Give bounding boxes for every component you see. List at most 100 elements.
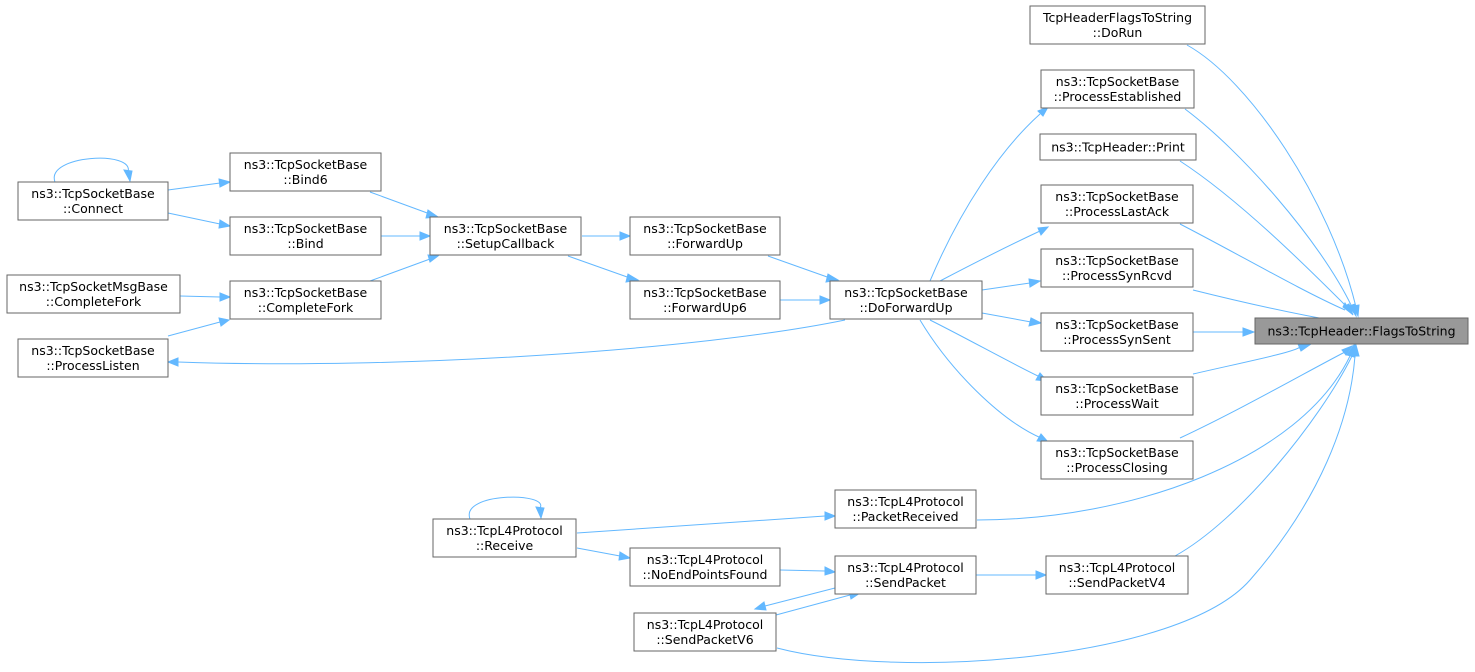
e-connect-self — [53, 157, 133, 183]
node-synrcvd[interactable]: ns3::TcpSocketBase::ProcessSynRcvd — [1040, 248, 1194, 288]
e-dofwd-synsent-line — [981, 312, 1032, 323]
e-sendv6-flags — [776, 343, 1360, 664]
e-dorun-flags-line — [1186, 44, 1357, 308]
node-connect-label-0: ns3::TcpSocketBase — [31, 186, 155, 201]
node-pktrecv-label-0: ns3::TcpL4Protocol — [847, 494, 963, 509]
node-fwd6-box — [629, 280, 781, 320]
e-receive-self-arrowhead — [535, 506, 545, 520]
e-setup-fwd6-line — [567, 255, 631, 279]
node-established-label-0: ns3::TcpSocketBase — [1056, 74, 1180, 89]
e-connect-bind6-arrowhead — [218, 178, 232, 188]
e-dofwd-established-line — [929, 113, 1041, 282]
node-bind[interactable]: ns3::TcpSocketBase::Bind — [229, 216, 382, 256]
node-synsent-label-0: ns3::TcpSocketBase — [1055, 317, 1179, 332]
node-msgfork[interactable]: ns3::TcpSocketMsgBase::CompleteFork — [6, 274, 181, 314]
e-sendv6-sendpkt-line — [775, 594, 851, 616]
node-sendv6[interactable]: ns3::TcpL4Protocol::SendPacketV6 — [633, 612, 777, 652]
node-sendpkt[interactable]: ns3::TcpL4Protocol::SendPacket — [834, 555, 977, 595]
e-dofwd-listen — [166, 319, 846, 367]
node-wait-label-1: ::ProcessWait — [1075, 396, 1159, 411]
node-established[interactable]: ns3::TcpSocketBase::ProcessEstablished — [1040, 69, 1195, 109]
node-listen[interactable]: ns3::TcpSocketBase::ProcessListen — [17, 338, 169, 378]
node-established-label-1: ::ProcessEstablished — [1054, 89, 1182, 104]
e-dofwd-synsent — [981, 312, 1043, 327]
e-fwd6-dofwd-arrowhead — [819, 295, 832, 305]
node-fwd6[interactable]: ns3::TcpSocketBase::ForwardUp6 — [629, 280, 781, 320]
node-fwd6-label-1: ::ForwardUp6 — [663, 300, 747, 315]
e-dofwd-established — [929, 106, 1050, 282]
e-synsent-flags-arrowhead — [1242, 327, 1256, 337]
e-bind-setup — [381, 231, 432, 241]
node-print[interactable]: ns3::TcpHeader::Print — [1039, 133, 1197, 161]
node-sendv6-box — [633, 612, 777, 652]
node-pktrecv-label-1: ::PacketReceived — [852, 509, 958, 524]
node-dofwd-box — [829, 280, 983, 320]
e-dofwd-synrcvd — [981, 278, 1042, 291]
e-msgfork-cfork-arrowhead — [219, 292, 232, 302]
node-sendpkt-label-1: ::SendPacket — [865, 575, 946, 590]
node-bind6[interactable]: ns3::TcpSocketBase::Bind6 — [229, 152, 382, 192]
node-dofwd-label-1: ::DoForwardUp — [859, 300, 952, 315]
node-listen-label-0: ns3::TcpSocketBase — [31, 343, 155, 358]
node-synsent-label-1: ::ProcessSynSent — [1063, 332, 1171, 347]
node-wait[interactable]: ns3::TcpSocketBase::ProcessWait — [1040, 376, 1194, 416]
e-noend-sendpkt-arrowhead — [824, 566, 837, 576]
node-bind-label-0: ns3::TcpSocketBase — [244, 221, 368, 236]
node-wait-box — [1040, 376, 1194, 416]
node-connect-label-1: ::Connect — [63, 201, 123, 216]
e-receive-self-line — [468, 496, 542, 520]
node-msgfork-label-0: ns3::TcpSocketMsgBase — [19, 279, 168, 294]
e-sendv4-flags-line — [1174, 355, 1353, 557]
e-dofwd-established-arrowhead — [1037, 106, 1050, 117]
node-sendv4-box — [1045, 555, 1189, 595]
node-setup-box — [429, 216, 582, 256]
node-dorun-label-0: TcpHeaderFlagsToString — [1042, 10, 1192, 25]
node-lastack-label-0: ns3::TcpSocketBase — [1055, 189, 1179, 204]
e-msgfork-cfork — [179, 292, 232, 302]
e-bind6-setup — [369, 191, 440, 219]
e-dofwd-lastack — [939, 226, 1050, 282]
node-lastack[interactable]: ns3::TcpSocketBase::ProcessLastAck — [1040, 184, 1194, 224]
nodes: ns3::TcpHeader::FlagsToString TcpHeaderFl… — [6, 5, 1469, 652]
node-setup-label-1: ::SetupCallback — [457, 236, 556, 251]
node-bind-label-1: ::Bind — [287, 236, 323, 251]
node-flags-box — [1254, 317, 1469, 345]
node-fwd[interactable]: ns3::TcpSocketBase::ForwardUp — [629, 216, 781, 256]
e-fwd6-dofwd — [780, 295, 832, 305]
node-msgfork-box — [6, 274, 181, 314]
e-closing-flags — [1179, 344, 1354, 439]
node-pktrecv[interactable]: ns3::TcpL4Protocol::PacketReceived — [834, 489, 977, 529]
node-receive-box — [432, 518, 577, 558]
node-synrcvd-label-1: ::ProcessSynRcvd — [1062, 268, 1172, 283]
e-wait-flags — [1192, 343, 1313, 375]
e-dofwd-synrcvd-arrowhead — [1028, 278, 1042, 288]
e-lastack-flags-arrowhead — [1342, 301, 1353, 315]
node-listen-label-1: ::ProcessListen — [46, 358, 139, 373]
node-dofwd[interactable]: ns3::TcpSocketBase::DoForwardUp — [829, 280, 983, 320]
e-connect-bind6-line — [167, 182, 221, 191]
e-setup-fwd — [582, 231, 632, 241]
e-receive-pktrecv-arrowhead — [824, 511, 837, 521]
e-cfork-setup-line — [369, 258, 431, 282]
node-sendv4[interactable]: ns3::TcpL4Protocol::SendPacketV4 — [1045, 555, 1189, 595]
node-closing[interactable]: ns3::TcpSocketBase::ProcessClosing — [1040, 440, 1194, 480]
node-dorun[interactable]: TcpHeaderFlagsToString::DoRun — [1029, 5, 1206, 45]
e-connect-bind — [167, 212, 232, 229]
node-cfork-label-0: ns3::TcpSocketBase — [244, 285, 368, 300]
node-noend-box — [629, 547, 781, 587]
node-noend[interactable]: ns3::TcpL4Protocol::NoEndPointsFound — [629, 547, 781, 587]
node-connect[interactable]: ns3::TcpSocketBase::Connect — [17, 181, 169, 221]
node-cfork[interactable]: ns3::TcpSocketBase::CompleteFork — [229, 280, 382, 320]
node-setup[interactable]: ns3::TcpSocketBase::SetupCallback — [429, 216, 582, 256]
node-fwd-label-1: ::ForwardUp — [667, 236, 743, 251]
e-bind6-setup-line — [369, 191, 431, 215]
node-flags[interactable]: ns3::TcpHeader::FlagsToString — [1254, 317, 1469, 345]
e-bind-setup-arrowhead — [419, 231, 432, 241]
e-synrcvd-flags-line — [1192, 289, 1342, 323]
node-receive[interactable]: ns3::TcpL4Protocol::Receive — [432, 518, 577, 558]
node-dorun-label-1: ::DoRun — [1093, 25, 1143, 40]
node-synsent[interactable]: ns3::TcpSocketBase::ProcessSynSent — [1040, 312, 1194, 352]
node-synrcvd-label-0: ns3::TcpSocketBase — [1055, 253, 1179, 268]
node-sendv6-label-0: ns3::TcpL4Protocol — [647, 617, 763, 632]
